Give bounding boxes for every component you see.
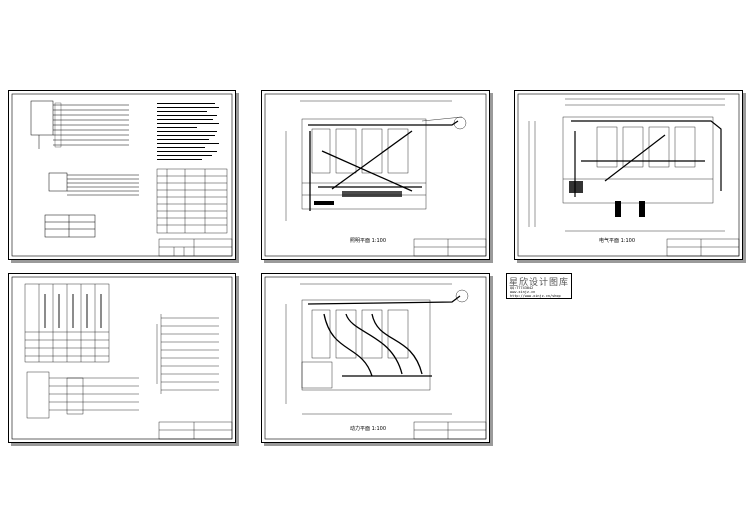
watermark-stamp: 星欣设计图库 QQ:77743042 www.xinjz.cn http://w… [506,273,572,299]
stamp-title: 星欣设计图库 [509,278,570,288]
drawing-sheet-system-diagram-2 [8,273,236,443]
power-plan-drawing [264,276,487,440]
drawing-sheet-system-diagram-1 [8,90,236,260]
lighting-plan-drawing [264,93,487,257]
stamp-qq: QQ:77743042 [510,286,534,290]
drawing-sheet-power-plan: 动力平面 1:100 [261,273,490,443]
drawing-sheet-electrical-plan: 电气平面 1:100 [514,90,743,260]
drawing-sheet-lighting-plan: 照明平面 1:100 [261,90,490,260]
stamp-website: www.xinjz.cn [510,290,536,294]
lighting-plan-caption: 照明平面 1:100 [350,238,386,244]
power-plan-caption: 动力平面 1:100 [350,426,386,432]
system-diagram-2-drawing [11,276,233,440]
electrical-plan-caption: 电气平面 1:100 [599,238,635,244]
system-diagram-1-drawing [11,93,233,257]
electrical-plan-drawing [517,93,740,257]
stamp-shop-url: http://www.xinjz.cn/shop [510,294,561,298]
